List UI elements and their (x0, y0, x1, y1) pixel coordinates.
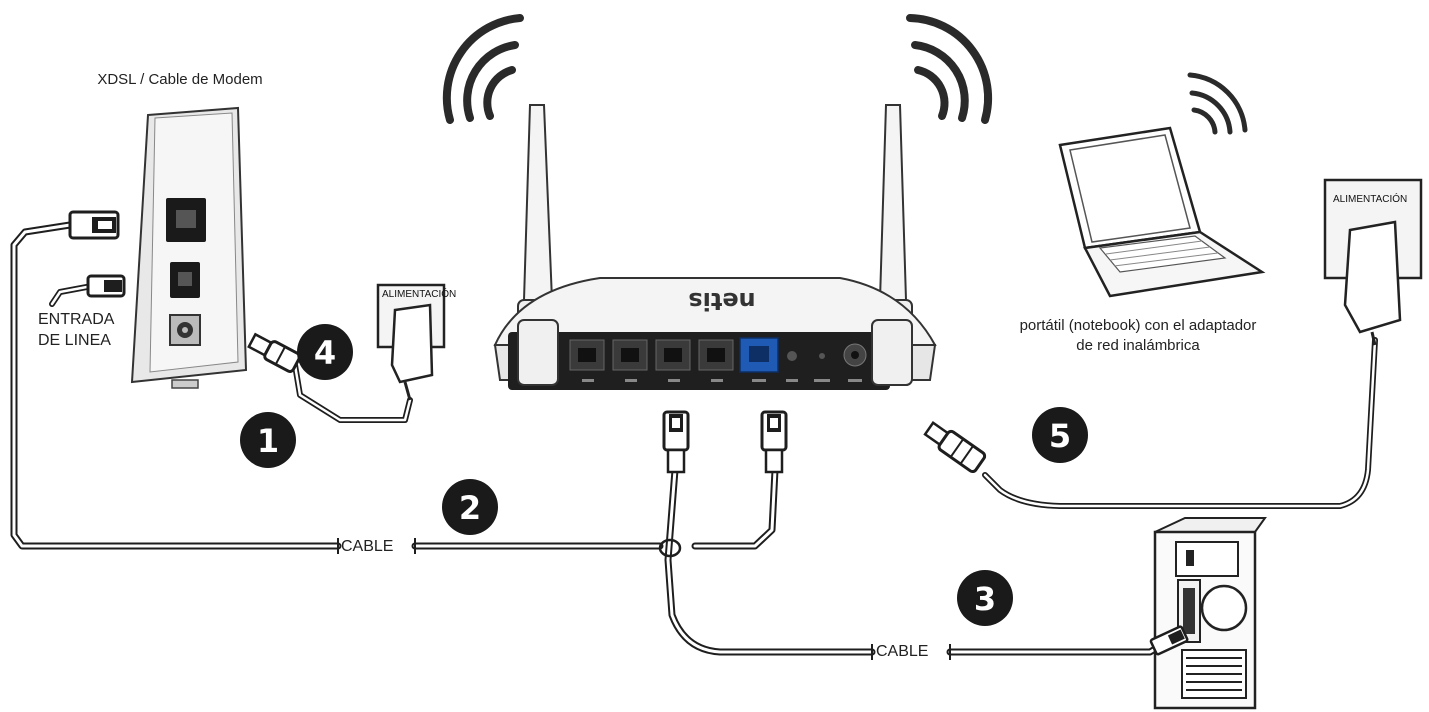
step-5-badge: 5 (1032, 407, 1088, 463)
power-adapter-left (376, 283, 446, 401)
step-1-label: 1 (257, 422, 279, 460)
rj11-plug-line-in-icon (86, 274, 126, 298)
modem-power-port-icon (169, 314, 201, 346)
line-in-label-2: DE LINEA (38, 332, 111, 349)
router-lan-port-1-icon (569, 339, 605, 371)
step-4-badge: 4 (297, 324, 353, 380)
router-brand-logo: netis (688, 287, 755, 315)
router-lan-port-2-icon (612, 339, 648, 371)
router-device: netis (493, 104, 937, 390)
rj45-plug-router-lan-icon (662, 410, 690, 474)
step-2-badge: 2 (442, 479, 498, 535)
router-wps-icon (819, 353, 825, 359)
rj45-plug-pc-icon (1149, 625, 1189, 656)
step-5-label: 5 (1049, 417, 1071, 455)
modem-title: XDSL / Cable de Modem (97, 71, 262, 88)
modem-line-port-icon (170, 262, 200, 298)
step-3-label: 3 (974, 580, 996, 618)
cable-power-router (982, 337, 1378, 509)
cable-modem-to-router (10, 221, 779, 554)
laptop-device (1058, 126, 1266, 298)
line-in-cable (49, 283, 95, 307)
rj45-plug-modem-icon (68, 210, 120, 240)
step-2-label: 2 (459, 489, 481, 527)
dc-plug-router-icon (923, 421, 987, 474)
router-lan-port-4-icon (698, 339, 734, 371)
router-power-port-icon (843, 343, 867, 367)
power-adapter-left-label: ALIMENTACIÓN (382, 287, 456, 300)
desktop-pc-device (1149, 517, 1267, 710)
cable-router-to-pc (658, 466, 1174, 660)
step-3-badge: 3 (957, 570, 1013, 626)
step-1-badge: 1 (240, 412, 296, 468)
power-adapter-right (1323, 178, 1423, 346)
modem-device (130, 106, 248, 389)
dc-plug-modem-icon (247, 332, 302, 373)
line-in-label-1: ENTRADA (38, 311, 115, 328)
router-wifi-left-icon (442, 14, 524, 124)
router-lan-port-3-icon (655, 339, 691, 371)
router-reset-icon (787, 351, 797, 361)
router-wan-port-icon (739, 337, 779, 373)
cable-label-2: CABLE (876, 643, 928, 660)
cable-power-modem (292, 362, 413, 423)
step-4-label: 4 (314, 334, 336, 372)
laptop-caption-1: portátil (notebook) con el adaptador (1020, 317, 1257, 334)
power-adapter-right-label: ALIMENTACIÓN (1333, 192, 1407, 205)
rj45-plug-router-wan-icon (760, 410, 788, 474)
laptop-wifi-icon (1187, 72, 1248, 135)
modem-lan-port-icon (166, 198, 206, 242)
router-wifi-right-icon (906, 14, 993, 124)
cable-label-1: CABLE (341, 538, 393, 555)
laptop-caption-2: de red inalámbrica (1076, 337, 1200, 354)
